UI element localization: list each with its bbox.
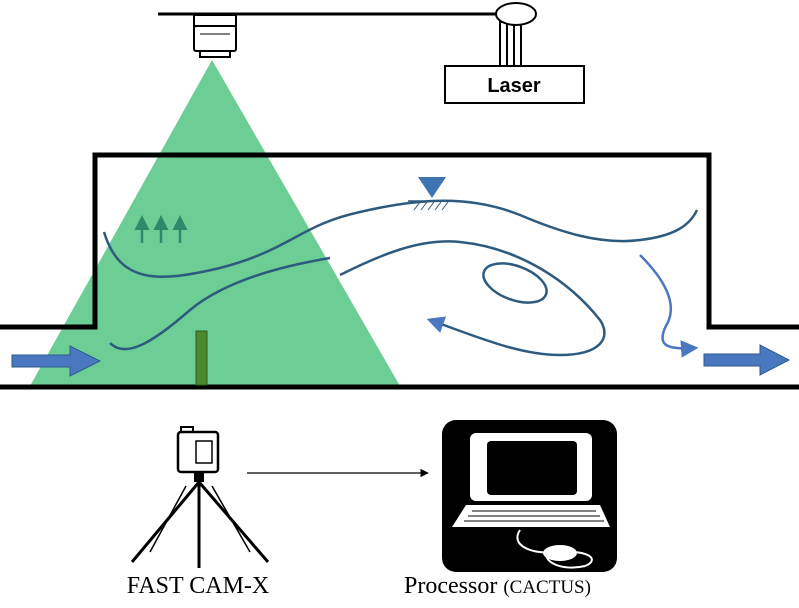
inflow-arrow bbox=[11, 345, 102, 377]
outflow-arrow bbox=[703, 344, 791, 376]
streamline-lower bbox=[109, 256, 331, 351]
obstacle-post bbox=[195, 330, 208, 386]
streamline-recirculation bbox=[339, 240, 606, 357]
streamlines bbox=[102, 199, 699, 358]
fast-camera-tripod-icon bbox=[130, 426, 270, 568]
processor-label-main: Processor bbox=[404, 573, 497, 599]
laser-box bbox=[444, 65, 585, 104]
upward-flow-arrows bbox=[134, 215, 188, 243]
overhead-camera-icon bbox=[193, 14, 237, 58]
processor-computer-icon bbox=[442, 420, 617, 572]
laser-light-sheet bbox=[30, 60, 400, 386]
camera-label: FAST CAM-X bbox=[127, 573, 269, 599]
channel-top-outline bbox=[0, 152, 799, 330]
processor-label: Processor (CACTUS) bbox=[404, 573, 591, 599]
streamline-right bbox=[639, 254, 699, 358]
vortex-loop bbox=[482, 262, 548, 304]
streamline-upper bbox=[102, 199, 699, 278]
laser-label: Laser bbox=[487, 75, 541, 97]
water-surface-marker bbox=[408, 177, 458, 211]
processor-label-sub: (CACTUS) bbox=[503, 577, 591, 598]
